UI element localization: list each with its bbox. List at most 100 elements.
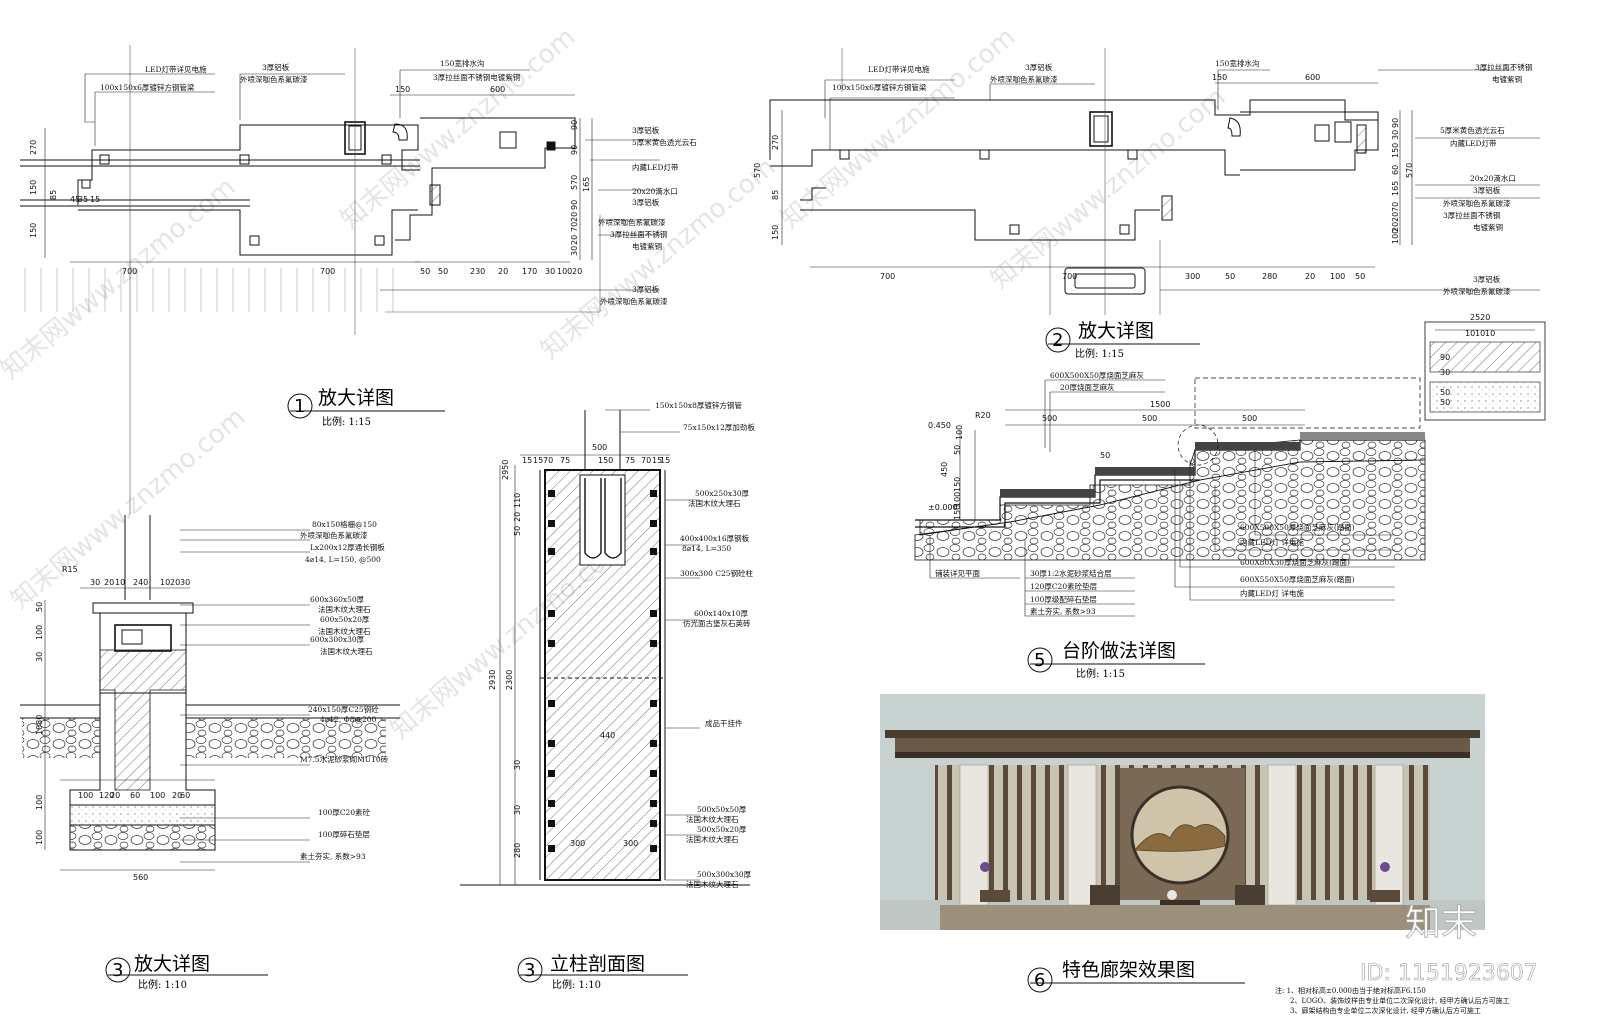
p3b-callout-label: 400x400x16厚钢板 [680,533,750,543]
p1-dimension: 15 [90,195,100,204]
p2-dimension: 700 [1062,272,1077,281]
p2-dimension: 50 [1225,272,1235,281]
p5-dimension: 100 [955,425,964,440]
p3b-callout-label: 500x50x20厚 [697,825,747,834]
p1-dimension: 50 [438,267,448,276]
p3a-dimension: 10 [115,578,125,587]
p5-callout-label: 内藏LED灯 详电施 [1240,588,1304,598]
p3a-dimension: R15 [62,565,78,574]
p1-callout-label: LED灯带详见电施 [145,64,207,74]
anchor-bolt [650,845,657,852]
p2-dimension: 600 [1305,73,1320,82]
p5-dimension: 50 [953,445,962,455]
p5-callout-label: 内藏LED灯 详电施 [1240,537,1304,547]
anchor-bolt [650,520,657,527]
p2-callout-label: 3厚铝板 [1025,62,1053,72]
anchor-bolt [650,610,657,617]
p3b-dimension: 75 [560,456,570,465]
p3b-callout-label: 法国木纹大理石 [686,834,739,844]
p5-dimension: 100 [953,492,962,507]
p2-dimension: 165 [1391,181,1400,196]
p2-callout-label: LED灯带详见电施 [868,64,930,74]
p1-dimension: 20 [572,267,582,276]
watermark: 知末网www.znzmo.com [335,22,581,235]
p3a-dimension: 60 [180,791,190,800]
anchor-bolt [548,700,555,707]
p1-callout-label: 5厚米黄色透光云石 [632,137,697,147]
anchor-bolt [650,740,657,747]
p1-callout-label: 外喷深咖色系氟碳漆 [240,74,308,84]
p2-dimension: 150 [1212,73,1227,82]
p5-dimension: 30 [1440,368,1450,377]
p3b-callout-label: 成品干挂件 [705,718,743,728]
p2-callout-label: 3厚拉丝面不锈钢 [1475,62,1532,72]
p2-dimension: 100 [1391,229,1400,244]
p1-callout-label: 150宽排水沟 [440,58,484,68]
anchor-bolt [548,770,555,777]
p3a-dimension: 20 [110,791,120,800]
p1-callout-label: 3厚铝板 [262,62,290,72]
p3a-dimension: 30 [90,578,100,587]
anchor-bolt [650,490,657,497]
p3b-dimension: 280 [513,843,522,858]
step-detail-title: 台阶做法详图 [1062,640,1176,662]
p3b-callout-label: 600x140x10厚 [694,609,749,618]
p3b-callout-label: 75x150x12厚加劲板 [683,422,755,432]
p3b-dimension: 50 [513,526,522,536]
p3b-dimension: 2930 [488,670,497,690]
p1-callout-label: 外喷深咖色系氟碳漆 [598,217,666,227]
column-section-scale: 比例: 1:10 [552,978,601,991]
p5-dimension: 450 [940,462,949,477]
p3a-callout-label: M7.5水泥砂浆砌MU10砖 [300,754,389,764]
p3b-dimension: 500 [592,443,607,452]
p3b-dimension: 15 [660,456,670,465]
p1-dimension: 85 [49,190,58,200]
p1-callout-label: 100x150x6厚镀锌方钢管梁 [100,82,195,92]
p3b-dimension: 300 [623,839,638,848]
note-2: 2、LOGO、装饰纹样由专业单位二次深化设计, 经甲方确认后方可施工 [1290,996,1510,1005]
p5-callout-label: 120厚C20素砼垫层 [1030,581,1098,591]
render-number: 6 [1034,970,1045,991]
p3b-callout-label: 300x300 C25钢砼柱 [680,568,754,578]
p3a-dimension: 100 [35,625,44,640]
p2-callout-label: 电镀紫铜 [1473,222,1503,232]
p2-dimension: 570 [753,163,762,178]
panel-1-scale: 比例: 1:15 [322,415,371,428]
p2-callout-label: 外喷深咖色系氟碳漆 [990,74,1058,84]
p3b-dimension: 30 [513,805,522,815]
general-notes: 注: 1、相对标高±0.000由当于绝对标高F6.150 2、LOGO、装饰纹样… [1275,986,1510,1015]
p3a-callout-label: 4⌀14, L=150, @500 [305,555,381,564]
p3b-callout-label: 150x150x8厚镀锌方钢管 [655,400,742,410]
panel-2-scale: 比例: 1:15 [1075,347,1124,360]
p1-dimension: 45 [70,195,80,204]
p1-callout-label: 3厚拉丝面不锈钢电镀紫铜 [433,72,520,82]
anchor-bolt [548,640,555,647]
panel-1-title: 放大详图 [318,387,394,409]
p1-dimension: 90 [570,145,579,155]
pavilion-render: 6 特色廊架效果图 [880,694,1485,993]
p3b-dimension: 440 [600,731,615,740]
p2-callout-label: 150宽排水沟 [1215,58,1259,68]
p1-dimension: 30 [545,267,555,276]
brand-mark: 知末 [1405,903,1477,944]
anchor-bolt [650,800,657,807]
p5-dimension: 50 [1100,451,1110,460]
anchor-bolt [548,845,555,852]
p3a-callout-label: 法国木纹大理石 [320,646,373,656]
p3a-callout-label: 80x150格栅@150 [312,519,377,529]
p5-dimension: 50 [1440,398,1450,407]
p1-dimension: 700 [320,267,335,276]
p2-dimension: 270 [771,135,780,150]
p2-callout-label: 3厚拉丝面不锈钢 [1443,210,1500,220]
note-1: 注: 1、相对标高±0.000由当于绝对标高F6.150 [1275,986,1426,995]
watermark: 知末网www.znzmo.com [5,402,251,615]
p5-callout-label: 30厚1:2水泥砂浆结合层 [1030,568,1112,578]
p3b-callout-label: 法国木纹大理石 [686,879,739,889]
column-section-title: 立柱剖面图 [550,953,645,975]
anchor-bolt [650,820,657,827]
p2-callout-label: 3厚铝板 [1473,185,1501,195]
p3b-callout-label: 500x250x30厚 [695,489,750,498]
p5-dimension: 1500 [1150,400,1170,409]
panel-2-detail: LED灯带详见电施100x150x6厚镀锌方钢管梁3厚铝板外喷深咖色系氟碳漆15… [753,48,1540,360]
p3a-callout-label: 240x150厚C25钢砼 [308,704,379,714]
